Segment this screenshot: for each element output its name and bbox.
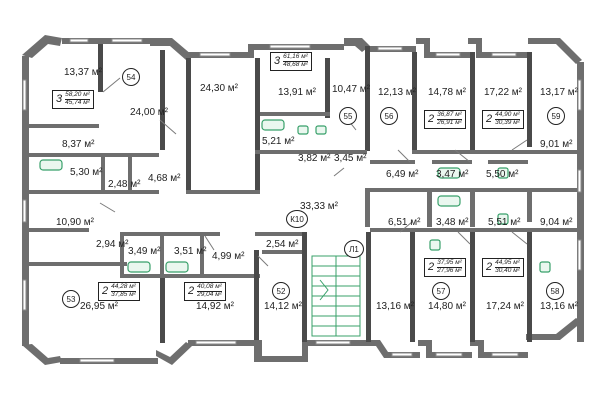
room-count: 2 (102, 285, 109, 298)
living-area: 27,96 м² (437, 266, 462, 274)
door-swings (99, 77, 528, 267)
total-area: 36,87 м² (437, 111, 462, 120)
room-area: 3,51 м² (174, 246, 207, 257)
room-area: 14,80 м² (428, 301, 467, 312)
room-area: 33,33 м² (300, 201, 339, 212)
room-area: 2,54 м² (266, 239, 299, 250)
windows (22, 38, 582, 363)
living-area: 26,91 м² (437, 118, 462, 126)
room-area: 13,17 м² (540, 87, 579, 98)
living-area: 30,40 м² (495, 266, 520, 274)
room-area: 6,49 м² (386, 169, 419, 180)
total-area: 40,08 м² (197, 283, 222, 292)
room-area: 2,48 м² (108, 179, 141, 190)
room-area: 12,13 м² (378, 87, 417, 98)
room-area: 26,95 м² (80, 301, 119, 312)
room-area: 5,50 м² (486, 169, 519, 180)
room-area: 14,92 м² (196, 301, 235, 312)
room-area: 4,99 м² (212, 251, 245, 262)
room-area: 3,48 м² (436, 217, 469, 228)
room-area: 24,30 м² (200, 83, 239, 94)
living-area: 48,68 м² (283, 60, 308, 68)
total-area: 37,95 м² (437, 259, 462, 268)
total-area: 58,20 м² (65, 91, 90, 100)
apartment-number-badge: 53 (62, 290, 80, 308)
room-area: 13,16 м² (540, 301, 579, 312)
room-area: 6,51 м² (388, 217, 421, 228)
room-count: 3 (274, 55, 281, 68)
stair-flight (311, 255, 361, 337)
bathroom-fixtures (39, 119, 551, 273)
apartment-number-badge: 55 (339, 107, 357, 125)
room-area: 2,94 м² (96, 239, 129, 250)
room-area: 13,91 м² (278, 87, 317, 98)
interior-walls (29, 44, 582, 343)
apartment-number-badge: 59 (547, 107, 565, 125)
room-area: 17,22 м² (484, 87, 523, 98)
room-area: 13,37 м² (64, 67, 103, 78)
room-area: 3,45 м² (334, 153, 367, 164)
apartment-number-badge: 57 (432, 282, 450, 300)
room-area: 4,68 м² (148, 173, 181, 184)
stair-marker: Л1 (344, 240, 364, 258)
apartment-number-badge: 54 (122, 68, 140, 86)
room-area: 10,90 м² (56, 217, 95, 228)
room-area: 3,47 м² (436, 169, 469, 180)
room-count: 2 (428, 261, 435, 274)
living-area: 29,04 м² (197, 290, 222, 298)
apartment-number-badge: 56 (380, 107, 398, 125)
room-area: 9,01 м² (540, 139, 573, 150)
room-area: 17,24 м² (486, 301, 525, 312)
total-area: 61,16 м² (283, 53, 308, 62)
room-area: 8,37 м² (62, 139, 95, 150)
room-count: 2 (188, 285, 195, 298)
total-area: 44,90 м² (495, 111, 520, 120)
room-area: 9,04 м² (540, 217, 573, 228)
apartment-number-badge: 52 (272, 282, 290, 300)
room-count: 2 (486, 113, 493, 126)
room-count: 2 (428, 113, 435, 126)
total-area: 44,95 м² (495, 259, 520, 268)
living-area: 45,74 м² (65, 98, 90, 106)
room-area: 13,16 м² (376, 301, 415, 312)
living-area: 37,85 м² (111, 290, 136, 298)
room-area: 5,51 м² (488, 217, 521, 228)
room-area: 14,78 м² (428, 87, 467, 98)
living-area: 30,39 м² (495, 118, 520, 126)
corridor-marker: К10 (286, 210, 308, 228)
room-area: 5,30 м² (70, 167, 103, 178)
room-area: 10,47 м² (332, 84, 371, 95)
room-area: 5,21 м² (262, 136, 295, 147)
room-area: 3,49 м² (128, 246, 161, 257)
room-area: 24,00 м² (130, 107, 169, 118)
room-count: 3 (56, 93, 63, 106)
room-count: 2 (486, 261, 493, 274)
room-area: 3,82 м² (298, 153, 331, 164)
room-area: 14,12 м² (264, 301, 303, 312)
apartment-number-badge: 58 (546, 282, 564, 300)
total-area: 44,28 м² (111, 283, 136, 292)
